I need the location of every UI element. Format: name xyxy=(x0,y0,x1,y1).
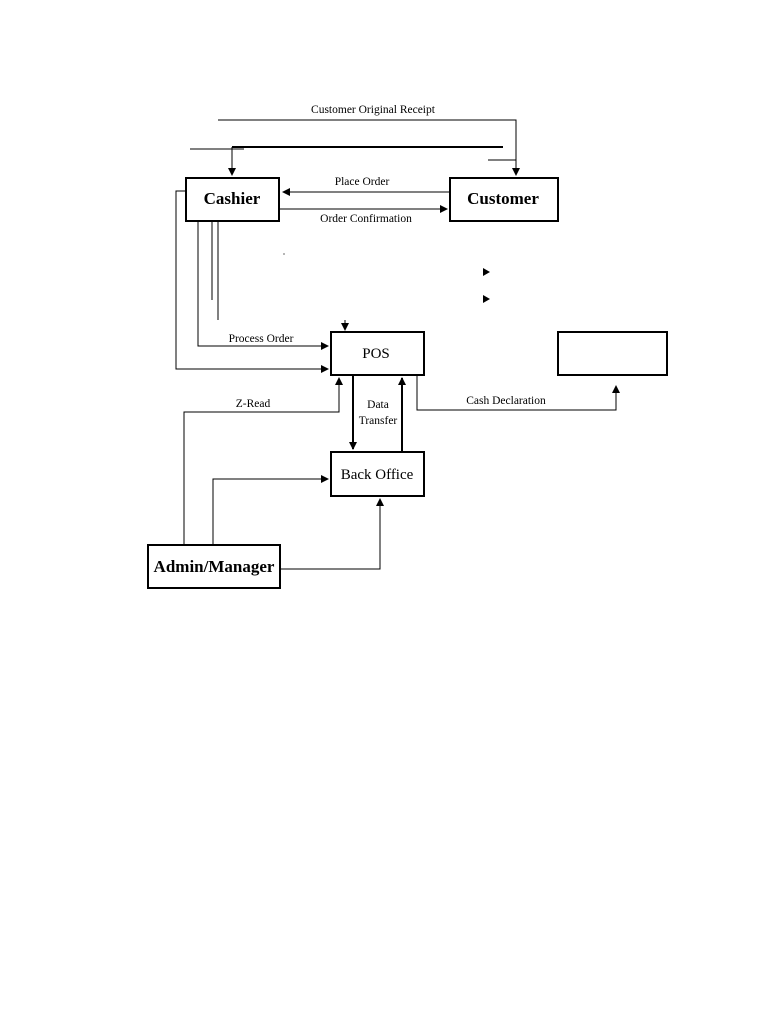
admin-manager-node: Admin/Manager xyxy=(147,544,281,589)
order-confirmation-label: Order Confirmation xyxy=(320,213,412,225)
edge-cash-declaration: Cash Declaration xyxy=(416,375,620,411)
z-read-label: Z-Read xyxy=(236,398,271,410)
back-office-label: Back Office xyxy=(341,467,414,483)
customer-original-receipt-label: Customer Original Receipt xyxy=(311,104,436,116)
blank-entity-node xyxy=(557,331,668,376)
edge-receipt-to-cashier xyxy=(190,146,516,176)
edge-order-confirmation: Order Confirmation xyxy=(279,205,448,225)
cashier-label: Cashier xyxy=(204,189,261,208)
admin-manager-label: Admin/Manager xyxy=(154,557,275,576)
stray-arrowheads xyxy=(483,268,490,303)
cashier-node: Cashier xyxy=(185,177,280,222)
cash-declaration-label: Cash Declaration xyxy=(466,395,546,407)
edge-place-order: Place Order xyxy=(282,176,450,196)
pos-node: POS xyxy=(330,331,425,376)
back-office-node: Back Office xyxy=(330,451,425,497)
data-transfer-label-line1: Data xyxy=(367,399,389,411)
process-order-label: Process Order xyxy=(229,333,294,345)
customer-label: Customer xyxy=(467,189,539,208)
customer-node: Customer xyxy=(449,177,559,222)
edge-z-read: Z-Read xyxy=(183,377,343,545)
edge-admin-to-back-office-bottom xyxy=(280,498,384,570)
edge-customer-original-receipt: Customer Original Receipt xyxy=(218,104,520,176)
edge-process-order: Process Order xyxy=(197,221,329,350)
cashier-drop-lines xyxy=(211,221,219,320)
data-transfer-label: Data Transfer xyxy=(359,399,398,427)
edge-admin-to-back-office-left xyxy=(212,475,329,545)
place-order-label: Place Order xyxy=(335,176,390,188)
data-transfer-label-line2: Transfer xyxy=(359,415,398,427)
stray-dot xyxy=(283,253,285,255)
pos-label: POS xyxy=(362,346,390,362)
edge-cashier-to-pos-outer xyxy=(175,190,329,373)
